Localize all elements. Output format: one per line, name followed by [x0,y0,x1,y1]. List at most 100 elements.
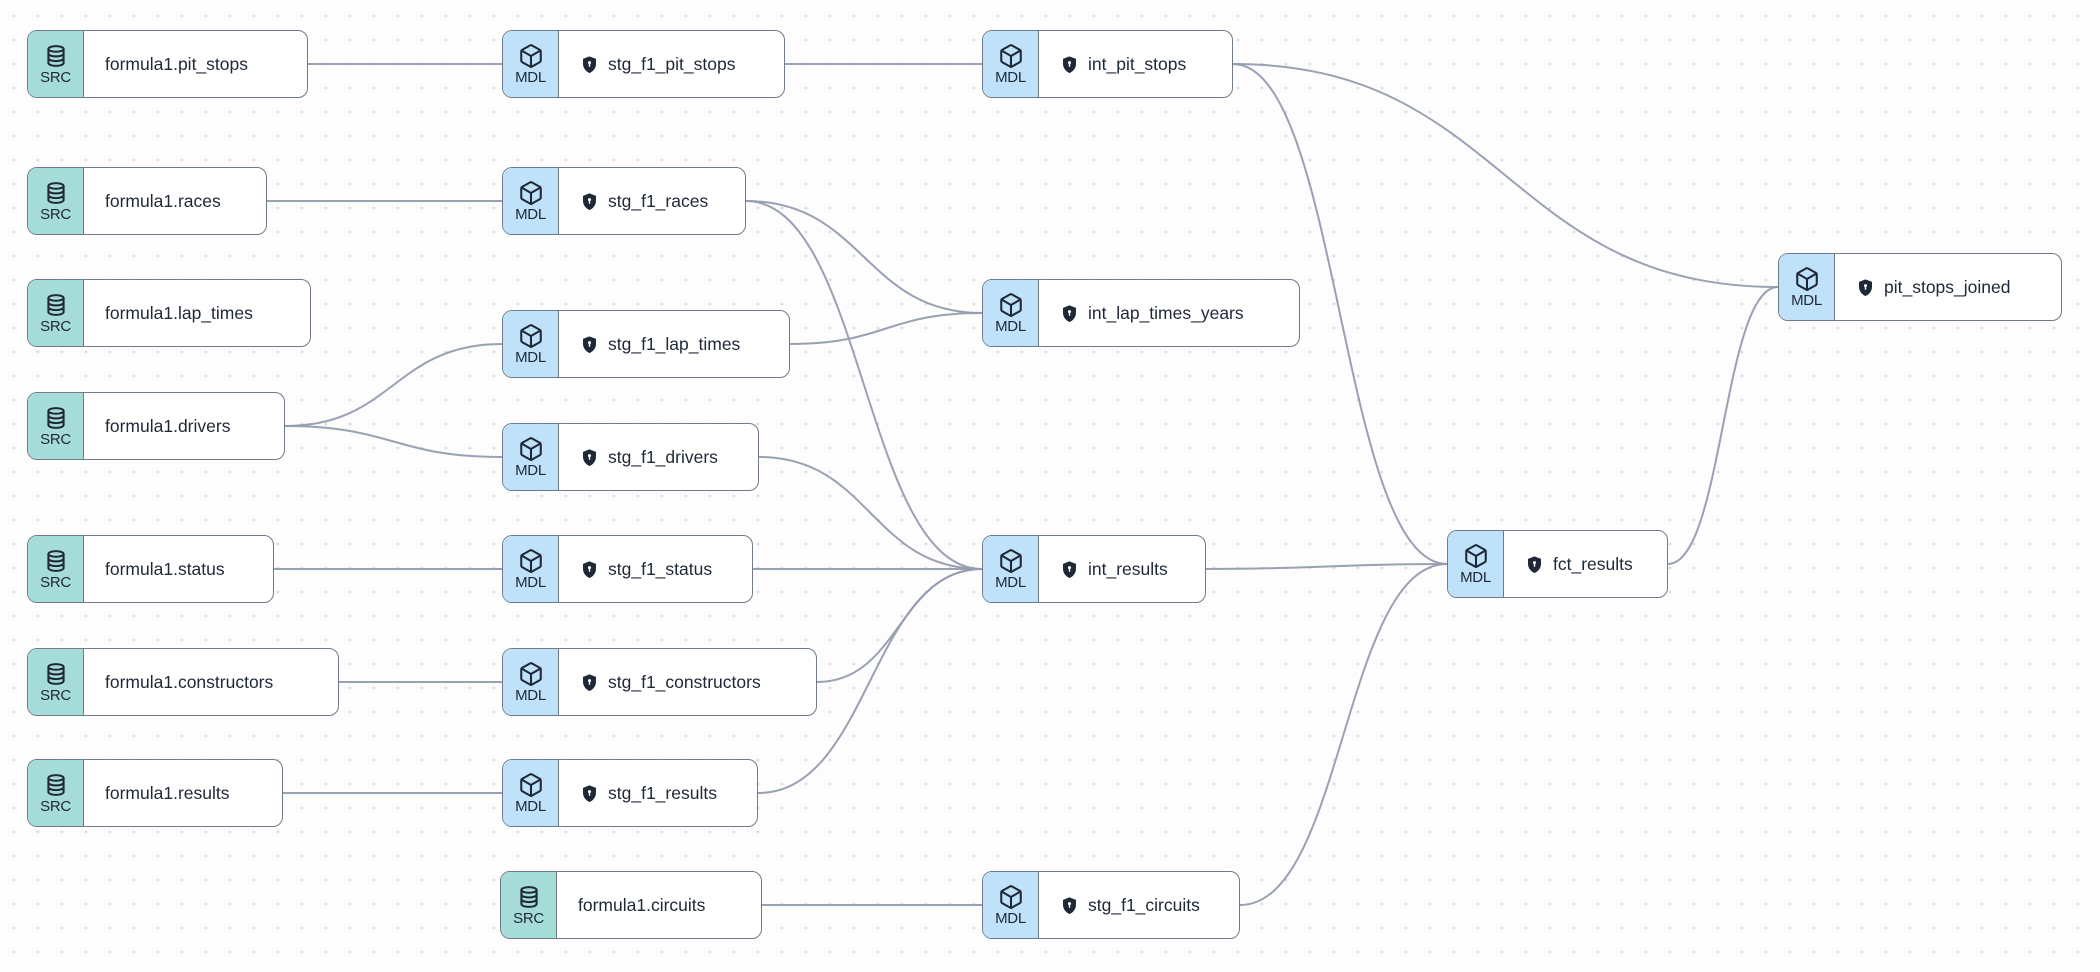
shield-icon [580,673,599,692]
node-type-label: MDL [1460,569,1491,586]
node-label: formula1.pit_stops [105,53,248,74]
node-label: stg_f1_constructors [608,671,761,692]
node-src_results[interactable]: SRC formula1.results [27,759,283,827]
node-label-area: formula1.pit_stops [84,31,307,97]
node-type-label: MDL [1791,292,1822,309]
cube-icon [1463,543,1489,569]
cube-icon [518,43,544,69]
shield-icon [1525,555,1544,574]
node-pit_stops_joined[interactable]: MDL pit_stops_joined [1778,253,2062,321]
edge-stg_races-to-int_results [745,200,983,570]
node-type-badge: SRC [28,760,84,826]
node-type-label: MDL [515,687,546,704]
shield-icon [1060,55,1079,74]
edge-int_results-to-fct_results [1205,563,1448,570]
node-type-badge: SRC [28,649,84,715]
node-type-label: MDL [515,69,546,86]
node-type-badge: MDL [983,536,1039,602]
node-type-label: SRC [40,798,71,815]
node-stg_status[interactable]: MDL stg_f1_status [502,535,753,603]
cube-icon [518,772,544,798]
node-type-badge: MDL [983,280,1039,346]
edge-stg_constructors-to-int_results [816,568,983,683]
node-label-area: formula1.results [84,760,282,826]
database-icon [43,772,69,798]
node-label-area: fct_results [1504,531,1667,597]
shield-icon [580,560,599,579]
node-int_pit_stops[interactable]: MDL int_pit_stops [982,30,1233,98]
node-label-area: stg_f1_circuits [1039,872,1239,938]
shield-icon [580,784,599,803]
node-int_results[interactable]: MDL int_results [982,535,1206,603]
node-label-area: formula1.status [84,536,273,602]
node-stg_races[interactable]: MDL stg_f1_races [502,167,746,235]
node-type-label: SRC [40,69,71,86]
node-src_races[interactable]: SRC formula1.races [27,167,267,235]
node-stg_results[interactable]: MDL stg_f1_results [502,759,758,827]
node-label-area: formula1.drivers [84,393,284,459]
node-label-area: formula1.lap_times [84,280,310,346]
node-type-badge: SRC [28,393,84,459]
edge-int_pit_stops-to-pit_stops_joined [1232,63,1779,288]
node-label: stg_f1_drivers [608,446,718,467]
shield-icon [580,192,599,211]
node-fct_results[interactable]: MDL fct_results [1447,530,1668,598]
shield-icon [1856,278,1875,297]
database-icon [43,405,69,431]
node-type-badge: MDL [503,424,559,490]
node-type-badge: SRC [28,168,84,234]
node-label: formula1.constructors [105,671,274,692]
node-stg_constructors[interactable]: MDL stg_f1_constructors [502,648,817,716]
node-label-area: stg_f1_pit_stops [559,31,784,97]
node-type-badge: MDL [503,311,559,377]
node-type-badge: SRC [28,536,84,602]
cube-icon [518,180,544,206]
node-stg_pit_stops[interactable]: MDL stg_f1_pit_stops [502,30,785,98]
node-type-label: MDL [515,462,546,479]
cube-icon [518,661,544,687]
node-label-area: stg_f1_status [559,536,752,602]
node-stg_drivers[interactable]: MDL stg_f1_drivers [502,423,759,491]
database-icon [43,180,69,206]
node-src_constructors[interactable]: SRC formula1.constructors [27,648,339,716]
node-src_pit_stops[interactable]: SRC formula1.pit_stops [27,30,308,98]
cube-icon [998,884,1024,910]
node-type-label: SRC [513,910,544,927]
node-label-area: stg_f1_drivers [559,424,758,490]
node-label-area: int_pit_stops [1039,31,1232,97]
node-type-badge: MDL [503,649,559,715]
node-label-area: stg_f1_lap_times [559,311,789,377]
edge-stg_lap_times-to-int_lap_times_years [789,312,983,345]
database-icon [43,292,69,318]
node-int_lap_times_years[interactable]: MDL int_lap_times_years [982,279,1300,347]
node-stg_circuits[interactable]: MDL stg_f1_circuits [982,871,1240,939]
node-type-label: MDL [995,318,1026,335]
cube-icon [518,323,544,349]
node-label-area: stg_f1_races [559,168,745,234]
node-type-badge: SRC [28,280,84,346]
node-label: formula1.circuits [578,894,706,915]
node-label-area: stg_f1_constructors [559,649,816,715]
node-label: stg_f1_races [608,190,709,211]
edge-src_drivers-to-stg_drivers [284,425,503,458]
node-type-label: SRC [40,431,71,448]
database-icon [516,884,542,910]
node-type-badge: MDL [983,872,1039,938]
node-src_lap_times[interactable]: SRC formula1.lap_times [27,279,311,347]
edge-src_drivers-to-stg_lap_times [284,343,503,427]
shield-icon [580,335,599,354]
node-src_circuits[interactable]: SRC formula1.circuits [500,871,762,939]
edge-stg_races-to-int_lap_times_years [745,200,983,314]
database-icon [43,661,69,687]
node-stg_lap_times[interactable]: MDL stg_f1_lap_times [502,310,790,378]
node-type-label: MDL [515,206,546,223]
node-src_status[interactable]: SRC formula1.status [27,535,274,603]
node-label: int_results [1088,558,1168,579]
node-label: stg_f1_pit_stops [608,53,736,74]
shield-icon [1060,304,1079,323]
node-src_drivers[interactable]: SRC formula1.drivers [27,392,285,460]
node-label-area: formula1.circuits [557,872,761,938]
cube-icon [518,548,544,574]
